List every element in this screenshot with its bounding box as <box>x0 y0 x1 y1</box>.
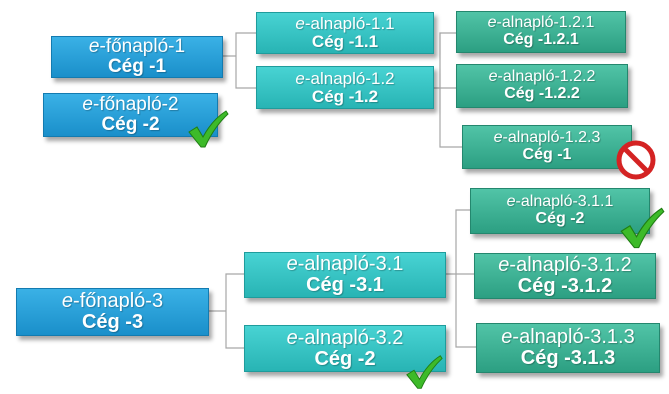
e-prefix: e <box>501 326 513 348</box>
node-company: Cég -1 <box>107 56 167 77</box>
node-company: Cég -3 <box>81 311 144 333</box>
node-name: -alnapló-1.2 <box>304 68 395 88</box>
node-company: Cég -1.1 <box>311 32 379 51</box>
node-name: -alnapló-1.2.3 <box>502 129 601 147</box>
node-name: -alnapló-1.2.2 <box>497 68 596 86</box>
node-name: -alnapló-1.2.1 <box>496 14 595 32</box>
e-prefix: e <box>506 193 516 211</box>
node-company: Cég -1 <box>522 146 572 163</box>
alnaplo-1-2-3-box[interactable]: e-alnapló-1.2.3 Cég -1 <box>462 125 632 169</box>
node-company: Cég -2 <box>314 347 376 370</box>
node-name: -alnapló-1.1 <box>304 14 395 34</box>
e-prefix: e <box>82 94 93 116</box>
alnaplo-3-1-3-box[interactable]: e-alnapló-3.1.3 Cég -3.1.3 <box>476 323 660 373</box>
node-company: Cég -3.1.3 <box>520 347 616 369</box>
green-check-icon <box>406 355 443 389</box>
node-company: Cég -1.2.2 <box>504 85 580 102</box>
node-name: -alnapló-3.1.3 <box>512 326 635 348</box>
node-company: Cég -2 <box>535 210 585 227</box>
e-prefix: e <box>286 253 298 275</box>
alnaplo-3-2-box[interactable]: e-alnapló-3.2 Cég -2 <box>244 325 446 372</box>
node-name: -alnapló-3.2 <box>297 326 404 349</box>
node-name: -főnapló-1 <box>99 36 186 58</box>
fonaplo-1-box[interactable]: e-főnapló-1 Cég -1 <box>51 36 223 78</box>
node-name: -alnapló-3.1 <box>297 253 404 275</box>
alnaplo-3-1-1-box[interactable]: e-alnapló-3.1.1 Cég -2 <box>470 188 650 234</box>
alnaplo-1-2-1-box[interactable]: e-alnapló-1.2.1 Cég -1.2.1 <box>456 11 626 53</box>
node-company: Cég -3.1 <box>306 274 384 296</box>
alnaplo-3-1-2-box[interactable]: e-alnapló-3.1.2 Cég -3.1.2 <box>474 253 656 299</box>
e-prefix: e <box>498 254 510 276</box>
green-check-icon <box>188 110 229 148</box>
node-company: Cég -1.2 <box>311 86 379 106</box>
red-forbidden-icon <box>616 140 656 180</box>
node-company: Cég -2 <box>101 114 160 135</box>
node-name: -főnapló-2 <box>93 94 179 116</box>
e-prefix: e <box>286 326 298 349</box>
node-name: -alnapló-3.1.1 <box>515 193 614 211</box>
fonaplo-3-box[interactable]: e-főnapló-3 Cég -3 <box>16 288 209 336</box>
e-prefix: e <box>295 68 305 88</box>
alnaplo-1-2-2-box[interactable]: e-alnapló-1.2.2 Cég -1.2.2 <box>456 64 628 108</box>
e-prefix: e <box>487 14 497 32</box>
e-prefix: e <box>295 14 305 34</box>
node-company: Cég -1.2.1 <box>503 31 579 48</box>
e-prefix: e <box>61 290 74 312</box>
e-prefix: e <box>488 68 498 86</box>
alnaplo-3-1-box[interactable]: e-alnapló-3.1 Cég -3.1 <box>244 252 446 298</box>
green-check-icon <box>620 207 665 249</box>
node-name: -főnapló-3 <box>73 290 164 312</box>
alnaplo-1-1-box[interactable]: e-alnapló-1.1 Cég -1.1 <box>256 12 434 54</box>
node-company: Cég -3.1.2 <box>517 275 613 297</box>
alnaplo-1-2-box[interactable]: e-alnapló-1.2 Cég -1.2 <box>256 66 434 109</box>
e-prefix: e <box>493 129 503 147</box>
node-name: -alnapló-3.1.2 <box>509 254 632 276</box>
fonaplo-2-box[interactable]: e-főnapló-2 Cég -2 <box>43 93 218 137</box>
e-prefix: e <box>88 36 100 58</box>
